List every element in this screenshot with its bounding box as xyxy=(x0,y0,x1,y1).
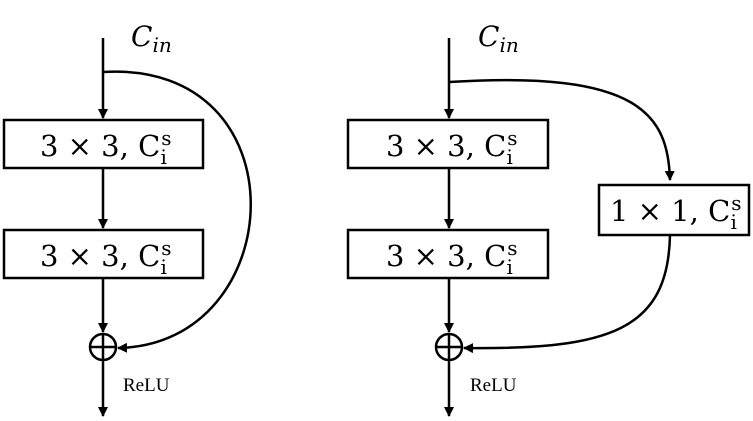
left-skip-connection xyxy=(102,70,252,353)
right-shortcut-to-add-arrow xyxy=(463,234,672,354)
left-add-symbol xyxy=(88,332,118,362)
right-input-label: Cin xyxy=(478,20,519,57)
right-relu-label: ReLU xyxy=(470,375,517,396)
right-add-symbol xyxy=(434,332,464,362)
left-relu-label: ReLU xyxy=(123,375,170,396)
left-input-label: Cin xyxy=(131,20,172,57)
right-shortcut-to-conv-arrow xyxy=(448,78,675,181)
